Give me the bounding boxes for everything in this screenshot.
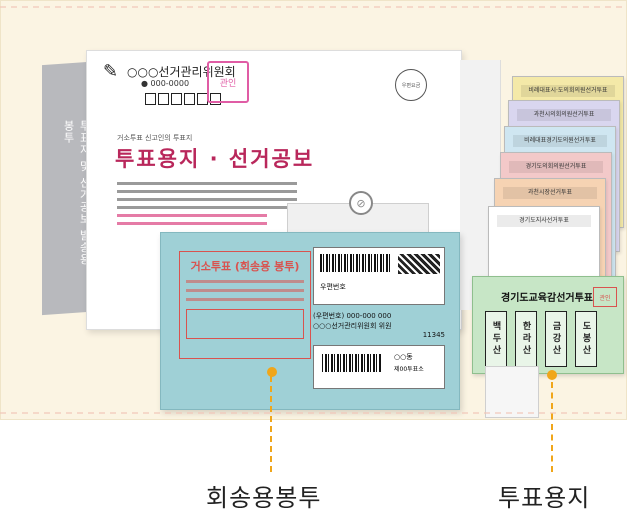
candidate-columns: 백두산 한라산 금강산 도봉산 — [485, 311, 597, 367]
barcode-label-text: 우편번호 — [320, 283, 346, 291]
return-notice-title: 거소투표 (회송용 봉투) — [190, 260, 300, 273]
candidate-name: 백두산 — [485, 311, 507, 367]
candidate-name: 금강산 — [545, 311, 567, 367]
leader-line-right — [551, 382, 553, 472]
return-address: (우편번호) 000-000 000 ○○○선거관리위원회 위원 11345 — [313, 311, 445, 341]
return-addr-num: 11345 — [422, 331, 445, 339]
return-addr-line: (우편번호) 000-000 000 — [313, 312, 392, 320]
no-entry-icon: ⊘ — [349, 191, 373, 215]
return-addr-org: ○○○선거관리위원회 위원 — [313, 322, 392, 330]
ballot-title: 비례대표경기도의원선거투표 — [513, 135, 607, 147]
code-grid-icon — [398, 254, 440, 274]
leader-line-left — [270, 376, 272, 472]
barcode-icon — [322, 354, 382, 372]
return-envelope-marker-dot — [267, 367, 277, 377]
official-seal: 관인 — [207, 61, 249, 103]
ballot-title: 비례대표시·도의회의원선거투표 — [521, 85, 615, 97]
candidate-name: 도봉산 — [575, 311, 597, 367]
ballot-title: 과천시장선거투표 — [503, 187, 597, 199]
ballot-marker-dot — [547, 370, 557, 380]
return-code-sub: 제00투표소 — [394, 366, 424, 373]
return-envelope: 거소투표 (회송용 봉투) 우편번호 (우편번호) 000-000 000 ○○… — [160, 232, 460, 410]
caption-return-envelope: 회송용봉투 — [206, 484, 322, 512]
illustration-panel: 투표지 및 선거공보 발송용 봉투 ✎ ○○○선거관리위원회 ● 000-000… — [0, 0, 627, 420]
caption-ballot: 투표용지 — [498, 484, 591, 512]
education-ballot: 경기도교육감선거투표 관인 백두산 한라산 금강산 도봉산 — [472, 276, 624, 374]
return-code-title: ○○동 — [394, 353, 413, 361]
return-code-label: ○○동 제00투표소 — [313, 345, 445, 389]
envelope-title: 투표용지 · 선거공보 — [115, 147, 315, 171]
envelope-kicker: 거소투표 신고인의 투표지 — [117, 134, 193, 142]
postmark-stamp: 우편요금 — [395, 69, 427, 101]
barcode-icon — [320, 254, 392, 272]
zip-code-boxes — [145, 93, 221, 105]
ballot-seal: 관인 — [593, 287, 617, 307]
envelope-body-lines — [117, 177, 297, 230]
envelope-zip-line: ● 000-0000 — [141, 79, 190, 88]
ballot-stub — [485, 366, 539, 418]
return-envelope-notice: 거소투표 (회송용 봉투) — [179, 251, 311, 359]
ballot-title: 과천시의회의원선거투표 — [517, 109, 611, 121]
candidate-name: 한라산 — [515, 311, 537, 367]
ballot-title: 경기도지사선거투표 — [497, 215, 591, 227]
education-ballot-title: 경기도교육감선거투표 — [501, 293, 593, 304]
ballot-title: 경기도의회의원선거투표 — [509, 161, 603, 173]
return-barcode-label: 우편번호 — [313, 247, 445, 305]
election-logo-icon: ✎ — [103, 61, 119, 82]
